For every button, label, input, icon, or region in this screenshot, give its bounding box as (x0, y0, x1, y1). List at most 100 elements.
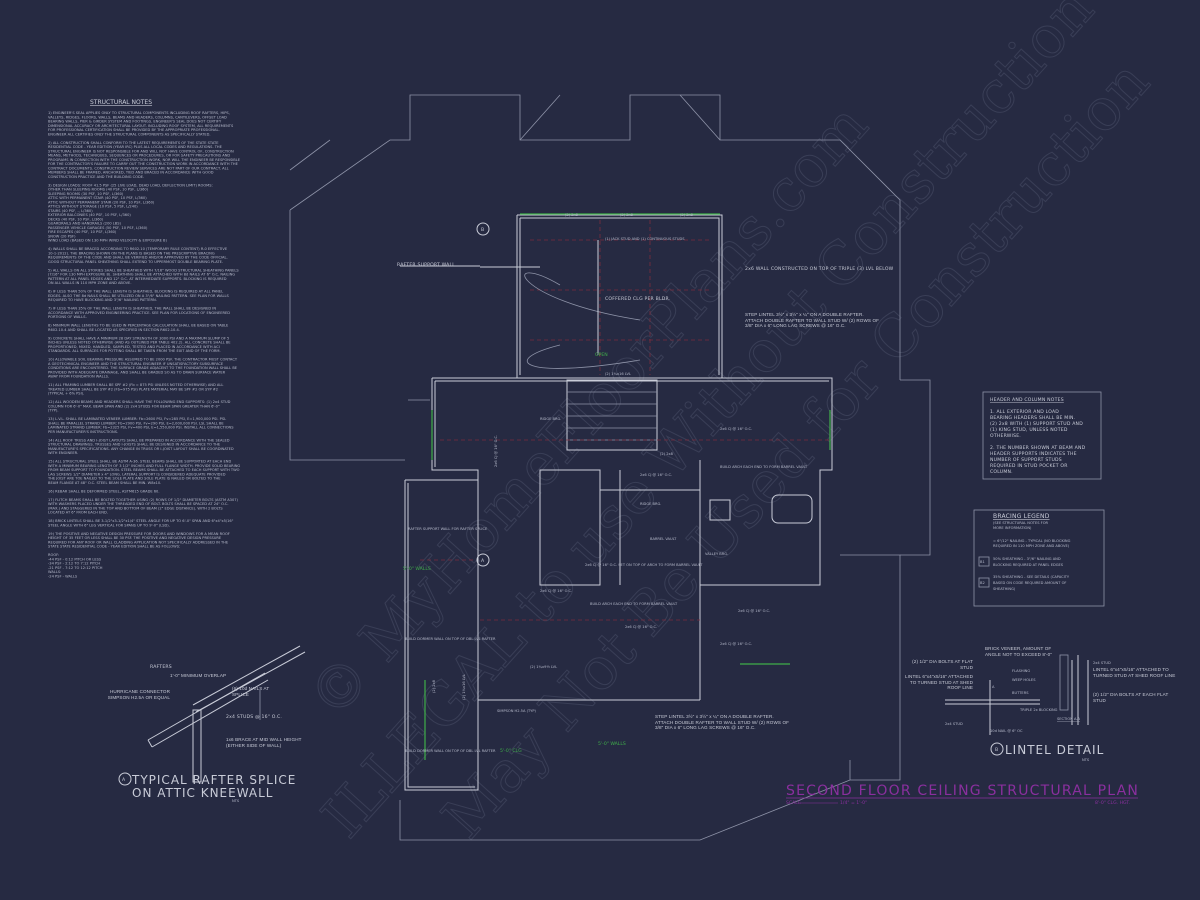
svg-text:BRACING LEGEND: BRACING LEGEND (993, 513, 1050, 520)
svg-text:RAFTERS: RAFTERS (150, 664, 172, 670)
structural-note-line: THE JOIST ARE TOE NAILED TO THE SOLE PLA… (47, 477, 221, 481)
structural-note-line: FOR THE CONTRACTOR'S FAILURE TO CARRY OU… (48, 162, 239, 166)
structural-note-line: INCHES UNLESS NOTED OTHERWISE (AND AS OU… (48, 341, 231, 345)
structural-note-line: PROGRAMS IN CONNECTION WITH THE CONSTRUC… (48, 158, 241, 162)
svg-text:35% SHEATHING - SEE DETAILS (C: 35% SHEATHING - SEE DETAILS (CAPACITY (993, 575, 1070, 579)
svg-text:OPEN: OPEN (595, 352, 608, 358)
structural-note-line: WITH ENGINEER. (48, 451, 78, 455)
svg-text:2. THE NUMBER SHOWN AT BEAM AN: 2. THE NUMBER SHOWN AT BEAM AND (990, 445, 1086, 451)
rafter-member (147, 672, 269, 748)
svg-text:B: B (481, 227, 484, 233)
structural-note-line: MEANS, METHODS, TECHNIQUES, SEQUENCES OR… (48, 154, 230, 158)
structural-note-line: OTHER THAN SLEEPING ROOMS (40 PSF, 10 PS… (48, 188, 149, 192)
structural-note-line: COLUMN FOR 6'-0" MAX. BEAM SPAN AND (2) … (48, 404, 220, 408)
structural-note-line: RESIDENTIAL CODE - YEAR EDITION (YEAR IR… (48, 145, 223, 149)
structural-note-line: -44 PSF - 0:12 PITCH OR LESS (48, 557, 102, 561)
structural-note-line: 12) ALL WOODEN BEAMS AND HEADERS SHALL H… (48, 400, 231, 404)
structural-note-line: 5) ALL WALLS ON ALL STORIES SHALL BE SHE… (48, 268, 239, 272)
bracing-tag-b2 (978, 577, 990, 588)
structural-note-line: 2) ALL CONSTRUCTION SHALL CONFORM TO THE… (48, 141, 219, 145)
svg-text:2x6 CJ @ 16" O.C.: 2x6 CJ @ 16" O.C. (640, 473, 672, 477)
structural-note-line: 4) WALLS SHALL BE BRACED ACCORDING TO R6… (48, 247, 228, 251)
structural-note-line: DECKS (40 PSF, 10 PSF, L/360) (48, 217, 104, 221)
structural-note-line: VALLEYS, RIDGES, FLOORS, WALLS, BEAMS AN… (48, 115, 227, 119)
structural-note-line: 17) FLITCH BEAMS SHALL BE BOLTED TOGETHE… (48, 498, 239, 502)
structural-note-line: WITH A MINIMUM BEARING LENGTH OF 3 1/2" … (48, 464, 240, 468)
svg-text:(SEE STRUCTURAL NOTES FOR: (SEE STRUCTURAL NOTES FOR (993, 521, 1049, 525)
svg-text:(2) 2x8: (2) 2x8 (565, 213, 579, 217)
structural-note-line: PASSENGER VEHICLE GARAGES (50 PSF, 10 PS… (48, 226, 148, 230)
svg-text:(2) 1¾x9½ LVL: (2) 1¾x9½ LVL (530, 665, 557, 669)
section-marker-a (476, 553, 490, 567)
structural-note-line: STEEL ANGLE WITH 6" LEG VERTICAL FOR SPA… (48, 523, 170, 527)
structural-note-line: 6) IF LESS THAN 50% OF THE WALL LENGTH I… (48, 290, 223, 294)
detail-marker-b (990, 742, 1004, 756)
lintel-detail-title: LINTEL DETAIL (1005, 743, 1104, 757)
structural-note-line: PROPORTIONED, MIXED, HANDLED, SAMPLED, T… (48, 345, 220, 349)
svg-text:COLUMN.: COLUMN. (990, 469, 1013, 475)
structural-note-line: STATE STATE RESIDENTIAL CODE - YEAR EDIT… (48, 545, 180, 549)
svg-text:(1) KING STUD, UNLESS NOTED: (1) KING STUD, UNLESS NOTED (990, 427, 1068, 433)
plan-title-block: SECOND FLOOR CEILING STRUCTURAL PLAN SCA… (786, 783, 1138, 806)
bathtub (771, 494, 813, 524)
svg-text:(2) 2x8: (2) 2x8 (660, 452, 674, 456)
svg-text:BUTTERS: BUTTERS (1012, 691, 1029, 695)
svg-text:REQUIRED IN STUD POCKET OR: REQUIRED IN STUD POCKET OR (990, 463, 1068, 469)
svg-text:BUILD ARCH EACH END TO FORM BA: BUILD ARCH EACH END TO FORM BARREL VAULT (590, 602, 678, 606)
structural-note-line: PROVIDED WITH ADEQUATE DRAINAGE, AND SHA… (48, 370, 226, 374)
svg-text:BASED ON CODE REQUIRED AMOUNT: BASED ON CODE REQUIRED AMOUNT OF (993, 581, 1066, 585)
bracing-lines (424, 410, 831, 760)
section-marker-b (476, 222, 490, 236)
structural-note-line: 13) L.V.L. SHALL BE LAMINATED VENEER LUM… (48, 417, 226, 421)
svg-text:BUILD DORMER WALL ON TOP OF DB: BUILD DORMER WALL ON TOP OF DBL LVL RAFT… (405, 749, 496, 753)
stair-treads (567, 391, 657, 441)
structural-note-line: FIRE ESCAPES (40 PSF, 10 PSF, L/360) (48, 230, 117, 234)
svg-text:(2) 2x8: (2) 2x8 (620, 213, 634, 217)
svg-text:2x6 WALL CONSTRUCTED ON TOP OF: 2x6 WALL CONSTRUCTED ON TOP OF TRIPLE (3… (745, 266, 894, 272)
structural-note-line: PER MANUFACTURER'S INSTRUCTIONS. (48, 430, 118, 434)
structural-note-line: 18) BRICK LINTELS SHALL BE 3-1/2"x3-1/2"… (48, 519, 234, 523)
rafter-splice-detail: RAFTERS 2x4 STUDS @ 16" O.C. A TYPICAL R… (118, 645, 306, 803)
svg-text:50% SHEATHING - 3"/6" NAILING: 50% SHEATHING - 3"/6" NAILING AND (993, 557, 1061, 561)
structural-note-line: 8) MINIMUM WALL LENGTHS TO BE USED IN PE… (48, 324, 229, 328)
svg-text:(2) 2x8 WITH (1) SUPPORT STUD: (2) 2x8 WITH (1) SUPPORT STUD AND (990, 421, 1083, 427)
svg-text:B: B (995, 747, 998, 753)
roof-outline (289, 94, 901, 461)
svg-text:BUILD ARCH EACH END TO FORM BA: BUILD ARCH EACH END TO FORM BARREL VAULT (720, 465, 808, 469)
ceiling-joist-lines (420, 220, 830, 621)
svg-text:NTS: NTS (1082, 758, 1090, 762)
structural-note-line: ENGINEER ALL CERTIFIES ONLY THE STRUCTUR… (48, 132, 211, 136)
svg-text:HEADER AND COLUMN NOTES: HEADER AND COLUMN NOTES (990, 397, 1064, 403)
svg-text:HEADER SUPPORTS INDICATES THE: HEADER SUPPORTS INDICATES THE (990, 451, 1077, 457)
interior-walls (539, 460, 701, 586)
structural-note-line: A GEOTECHNICAL ENGINEER AND THE STRUCTUR… (48, 362, 224, 366)
structural-note-line: 1) ENGINEER'S SEAL APPLIES ONLY TO STRUC… (48, 111, 230, 115)
structural-note-line: ACCORDANCE WITH APPROVED ENGINEERING PRA… (48, 311, 230, 315)
svg-text:1/4" = 1'-0": 1/4" = 1'-0" (840, 800, 867, 806)
svg-text:BEARING HEADERS SHALL BE MIN.: BEARING HEADERS SHALL BE MIN. (990, 415, 1075, 421)
svg-text:WEEP HOLES: WEEP HOLES (1012, 678, 1036, 682)
svg-text:SCALE: SCALE (786, 800, 801, 806)
structural-note-line: REQUIRED TO HAVE BLOCKING AND 3"/6" NAIL… (48, 298, 157, 302)
lintel-detail: FLASHING WEEP HOLES BUTTERS 2x4 STUD TRI… (945, 654, 1111, 762)
structural-note-line: 10-1-2012). THE BRACING SHOWN ON THE PLA… (48, 251, 215, 255)
structural-note-line: ATTIC WITHOUT PERMANENT STAIR (20 PSF, 1… (48, 200, 155, 204)
structural-note-line: MEMBERS SHALL BE FRAMED, ANCHORED, TIED … (48, 171, 214, 175)
svg-text:5'-0" CLG: 5'-0" CLG (500, 748, 522, 754)
leader-curves (524, 272, 641, 369)
svg-text:2x4 STUD: 2x4 STUD (1093, 661, 1111, 665)
structural-notes: STRUCTURAL NOTES 1) ENGINEER'S SEAL APPL… (47, 99, 241, 578)
svg-text:NUMBER OF SUPPORT STUDS: NUMBER OF SUPPORT STUDS (990, 457, 1062, 463)
structural-note-line: BEARING WALLS, PIER & GIRDER SYSTEM AND … (48, 120, 222, 124)
svg-text:ON ATTIC KNEEWALL: ON ATTIC KNEEWALL (132, 786, 274, 800)
svg-text:2x6 CJ @ 16" O.C.: 2x6 CJ @ 16" O.C. (625, 625, 657, 629)
svg-text:BLOCKING REQUIRED AT PANEL EDG: BLOCKING REQUIRED AT PANEL EDGES (993, 563, 1064, 567)
svg-text:8'-0" CLG. HGT.: 8'-0" CLG. HGT. (1095, 800, 1130, 806)
structural-note-line: GUARDRAILS AND HANDRAILS (200 LBS) (48, 222, 121, 226)
structural-note-line: SHALL BE PARALLEL STRAND LUMBER: Fb=2900… (48, 421, 224, 425)
structural-note-line: ROOF: (48, 553, 59, 557)
svg-text:1. ALL EXTERIOR AND LOAD: 1. ALL EXTERIOR AND LOAD (990, 409, 1059, 415)
structural-note-line: ATTICS WITHOUT STORAGE (10 PSF, 5 PSF, L… (48, 205, 138, 209)
structural-note-line: 11) ALL FRAMING LUMBER SHALL BE SPF #2 (… (48, 383, 223, 387)
svg-text:(1) JACK STUD AND (1) CONTINUO: (1) JACK STUD AND (1) CONTINUOUS STUDS (605, 237, 685, 241)
